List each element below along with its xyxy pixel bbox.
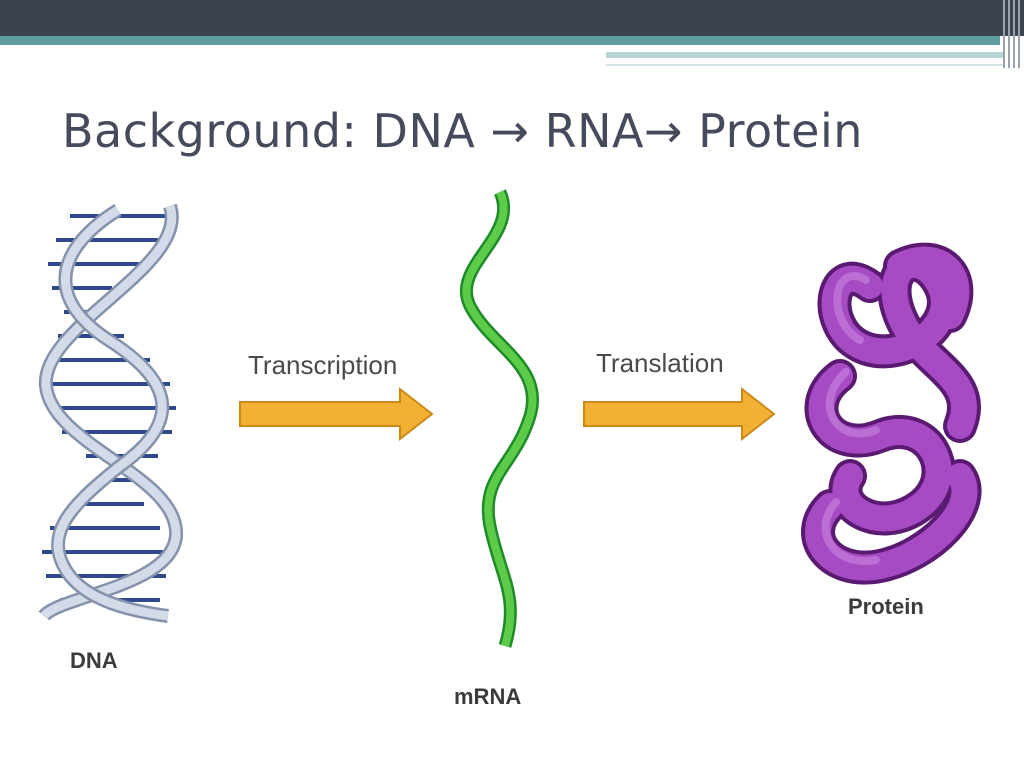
dna-rna-protein-diagram: Transcription Translation DNA mRNA Prote… — [0, 176, 1024, 756]
protein-structure-icon — [801, 242, 982, 585]
translation-label: Translation — [596, 348, 724, 378]
diagram-illustration — [38, 189, 982, 648]
transcription-arrow-icon — [239, 386, 434, 442]
header-decoration — [1000, 0, 1024, 68]
transcription-label: Transcription — [248, 350, 398, 380]
dna-helix-icon — [38, 203, 183, 623]
dna-label: DNA — [70, 648, 118, 673]
header-accent-rule — [606, 64, 1004, 66]
mrna-strand-icon — [459, 189, 539, 648]
protein-label: Protein — [848, 594, 924, 619]
mrna-label: mRNA — [454, 684, 522, 709]
translation-arrow-icon — [583, 386, 776, 442]
header-accent-band — [0, 36, 1000, 45]
header-bar — [0, 0, 1024, 36]
slide-title: Background: DNA → RNA→ Protein — [62, 104, 863, 158]
header-accent-stripe — [606, 52, 1004, 58]
